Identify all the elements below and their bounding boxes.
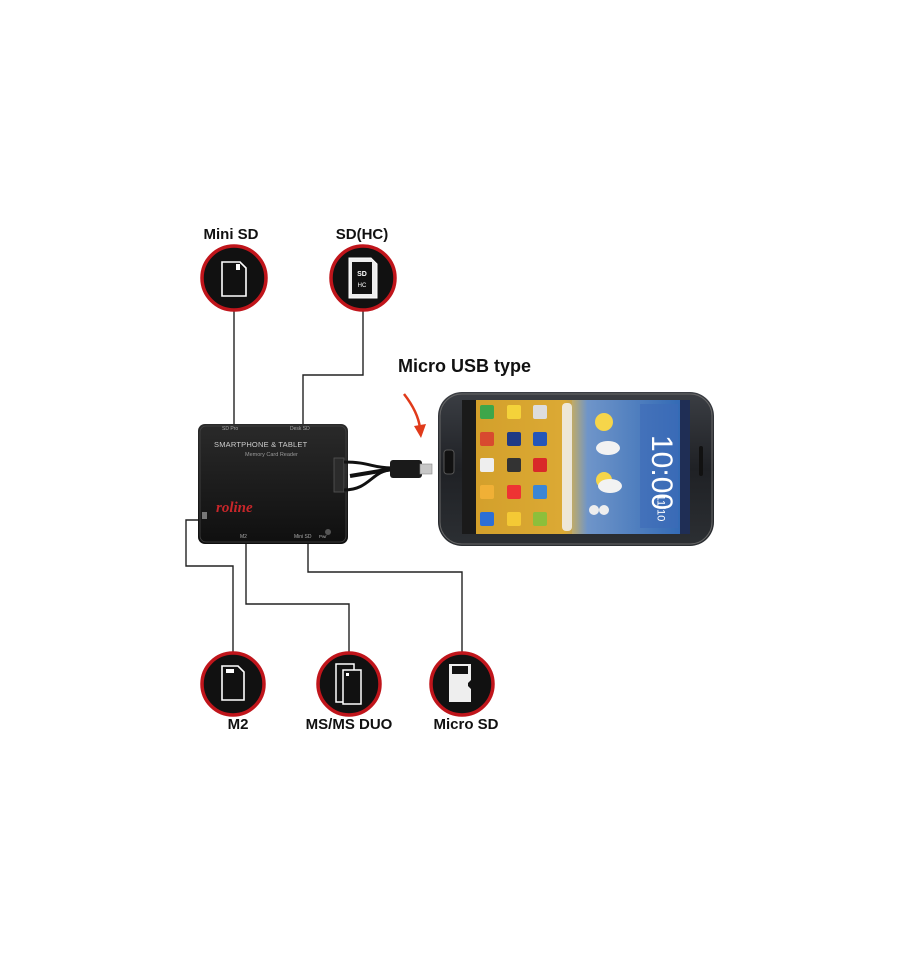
micro-usb-label: Micro USB type [398,356,532,376]
svg-text:HC: HC [358,283,367,289]
mini-sd-label: Mini SD [203,226,259,243]
line-ms-duo [245,544,350,654]
insert-arrow [403,393,426,438]
sd-hc-label: SD(HC) [335,226,389,243]
smartphone [438,392,714,546]
weather-widget [589,413,622,515]
m2-badge [200,651,266,717]
line-sd-hc [302,306,364,424]
reader-subtitle: Memory Card Reader [245,452,298,458]
card-reader-device [198,424,348,544]
reader-port-left-label: SD Pro [222,426,239,432]
mini-sd-card-icon [221,261,247,297]
sd-hc-badge: SD HC [329,244,397,312]
micro-sd-badge [429,651,495,717]
home-button [443,449,455,475]
micro-sd-label: Micro SD [433,716,499,733]
mini-sd-badge [200,244,268,312]
usb-slot [333,457,345,493]
phone-clock: 10:00 [645,435,678,511]
app-icon-grid [480,405,547,526]
reader-bottom-label-1: M2 [240,534,247,540]
line-m2 [185,519,234,654]
sd-hc-card-icon: SD HC [348,257,378,299]
ms-duo-badge [316,651,382,717]
line-micro-sd [307,544,463,654]
micro-sd-card-icon [449,664,471,702]
phone-date: 11/10 [654,494,667,522]
reader-port-right-label: Desk SD [290,426,310,432]
usb-cable [343,460,433,492]
m2-label: M2 [227,716,249,733]
connector-lines [185,306,463,654]
power-led [325,529,331,535]
clock-panel [640,404,678,528]
speaker-grille [699,446,703,476]
reader-brand-logo: roline [216,500,253,516]
reader-bottom-label-3: Pwr [319,534,327,539]
ms-duo-label: MS/MS DUO [305,716,393,733]
reader-title: SMARTPHONE & TABLET [214,440,308,449]
svg-text:SD: SD [357,271,367,278]
reader-bottom-label-2: Mini SD [294,534,312,540]
ms-duo-card-icon [335,663,362,705]
m2-card-icon [221,665,245,701]
